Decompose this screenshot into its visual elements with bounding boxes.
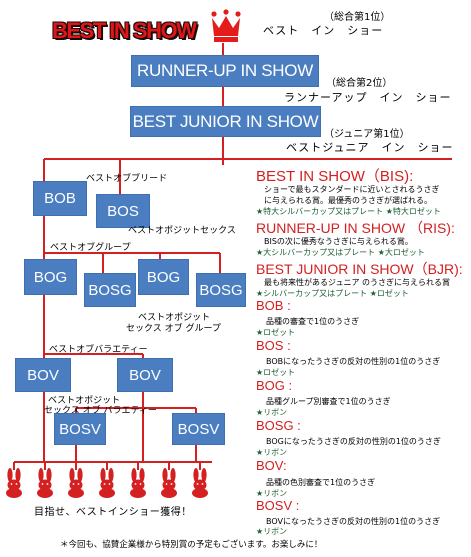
legend-bov-heading: BOV: <box>256 458 287 473</box>
footnote: ＊今回も、協賛企業様から特別賞の予定もございます。お楽しみに！ <box>60 540 323 550</box>
legend-bos-prize: ★ロゼット <box>256 368 296 377</box>
bosv-jp-label-1: ベストオポジット <box>48 396 121 406</box>
legend-bosg-heading: BOSG : <box>256 418 301 433</box>
bosv-box-1: BOSV <box>54 413 106 445</box>
bosg-jp-label-1: ベストオポジット <box>138 313 211 323</box>
legend-ris-heading: RUNNER-UP IN SHOW （RIS): <box>256 220 455 236</box>
crown-icon <box>211 9 241 42</box>
bis-title: BEST IN SHOW <box>52 18 197 43</box>
legend-bog-heading: BOG : <box>256 378 293 393</box>
bis-jp-label: ベスト イン ショー <box>263 24 384 37</box>
legend-bis-desc-1: ショーで最もスタンダードに近いとされるうさぎ <box>264 185 440 194</box>
legend-bjr-prize: ★シルバーカップ又はプレート ★ロゼット <box>256 289 409 298</box>
legend-bis-prize: ★特大シルバーカップ又はプレート ★特大ロゼット <box>256 207 441 216</box>
best-junior-jp-label: ベストジュニア イン ショー <box>286 141 454 154</box>
legend-bjr-desc-1: 最も将来性があるジュニア のうさぎに与えられる賞 <box>264 278 450 287</box>
legend-bob-heading: BOB : <box>256 298 291 313</box>
bis-rank: （総合第1位） <box>324 12 391 23</box>
rabbit-icon <box>4 468 24 502</box>
runner-up-rank: （総合第2位） <box>326 78 393 89</box>
best-junior-rank: （ジュニア第1位） <box>324 129 410 140</box>
legend-ris-prize: ★大シルバーカップ又はプレート ★大ロゼット <box>256 248 425 257</box>
legend-bis-desc-2: に与えられる賞。最優秀のうさぎが選ばれる。 <box>264 196 432 205</box>
runner-up-box: RUNNER-UP IN SHOW <box>131 55 319 87</box>
bosv-jp-label-2: セックス オブ バラエティー <box>44 406 157 416</box>
rabbit-icon <box>66 468 86 502</box>
legend-bosv-heading: BOSV : <box>256 498 300 513</box>
bosg-box-1: BOSG <box>84 273 136 307</box>
legend-bob-desc-1: 品種の審査で1位のうさぎ <box>266 317 360 326</box>
bosg-box-2: BOSG <box>196 273 246 307</box>
bob-box: BOB <box>33 181 87 216</box>
bov-box-2: BOV <box>117 358 173 392</box>
bos-jp-label: ベストオポジットセックス <box>128 226 236 236</box>
bob-jp-label: ベストオブブリード <box>86 174 168 184</box>
rabbit-icon <box>159 468 179 502</box>
bov-jp-label: ベストオブバラエティー <box>49 345 148 355</box>
legend-ris-desc-1: BISの次に優秀なうさぎに与えられる賞。 <box>264 237 413 246</box>
legend-bos-heading: BOS : <box>256 338 291 353</box>
rabbit-icon <box>97 468 117 502</box>
rabbit-icon <box>128 468 148 502</box>
bog-box-1: BOG <box>24 259 77 295</box>
bov-box-1: BOV <box>15 358 71 392</box>
legend-bog-desc-1: 品種グループ別審査で1位のうさぎ <box>266 397 391 406</box>
rabbit-icon <box>35 468 55 502</box>
legend-bos-desc-1: BOBになったうさぎの反対の性別の1位のうさぎ <box>266 357 441 366</box>
rabbit-icon <box>190 468 210 502</box>
bosv-box-2: BOSV <box>172 413 225 445</box>
legend-bog-prize: ★リボン <box>256 408 288 417</box>
bosg-jp-label-2: セックス オブ グループ <box>126 324 221 334</box>
legend-bov-prize: ★リボン <box>256 489 288 498</box>
legend-bis-heading: BEST IN SHOW（BIS): <box>256 168 414 185</box>
legend-bosg-prize: ★リボン <box>256 448 288 457</box>
goal-text: 目指せ、ベストインショー獲得！ <box>34 507 192 518</box>
legend-bov-desc-1: 品種の色別審査で1位のうさぎ <box>266 478 376 487</box>
best-junior-box: BEST JUNIOR IN SHOW <box>130 106 321 137</box>
bos-box: BOS <box>96 194 150 228</box>
legend-bosg-desc-1: BOGになったうさぎの反対の性別の1位のうさぎ <box>266 437 441 446</box>
legend-bjr-heading: BEST JUNIOR IN SHOW（BJR): <box>256 261 463 277</box>
runner-up-jp-label: ランナーアップ イン ショー <box>284 91 452 104</box>
bog-box-2: BOG <box>138 259 189 295</box>
legend-bosv-desc-1: BOVになったうさぎの反対の性別の1位のうさぎ <box>266 517 441 526</box>
bog-jp-label: ベストオブグループ <box>50 243 131 253</box>
legend-bob-prize: ★ロゼット <box>256 328 296 337</box>
legend-bosv-prize: ★リボン <box>256 527 288 536</box>
